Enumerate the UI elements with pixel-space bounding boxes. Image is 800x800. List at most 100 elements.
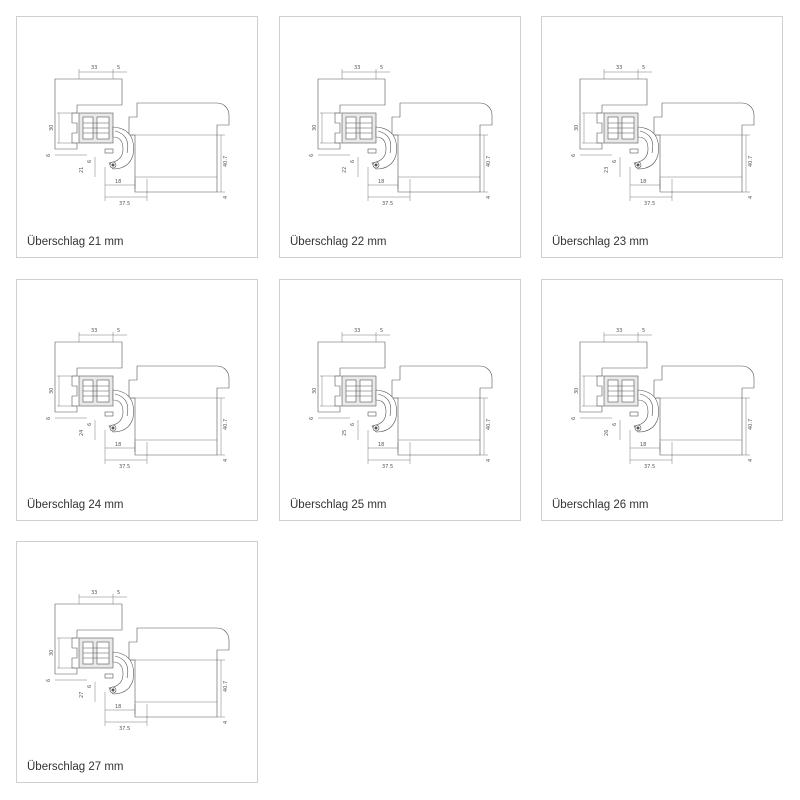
dim-side-height: 30 <box>574 125 580 131</box>
dim-top-gap: 5 <box>380 65 383 71</box>
hinge-diagram-card-25: 33 5 30 6 40.7 4 25 6 18 37.5 Überschlag… <box>279 279 521 521</box>
dim-bottom-outer: 37.5 <box>119 726 130 732</box>
frame-profile <box>317 341 386 413</box>
dimension-lines <box>55 332 225 464</box>
hinge-diagram-card-26: 33 5 30 6 40.7 4 26 6 18 37.5 Überschlag… <box>541 279 783 521</box>
frame-profile <box>54 78 123 150</box>
dim-overlap: 27 <box>79 692 85 698</box>
dim-top-gap: 5 <box>380 328 383 334</box>
frame-profile <box>54 603 123 675</box>
dim-right-small: 4 <box>223 459 229 462</box>
frame-profile <box>54 341 123 413</box>
dim-bottom-inner: 18 <box>115 704 121 710</box>
dim-hinge-small: 6 <box>87 160 93 163</box>
dim-overlap: 23 <box>604 167 610 173</box>
dim-side-small: 6 <box>46 417 52 420</box>
dim-hinge-small: 6 <box>612 423 618 426</box>
dim-right-height: 40.7 <box>223 419 229 430</box>
dim-bottom-outer: 37.5 <box>644 464 655 470</box>
dim-side-height: 30 <box>312 388 318 394</box>
hinge-diagram-card-23: 33 5 30 6 40.7 4 23 6 18 37.5 Überschlag… <box>541 16 783 258</box>
diagram-caption: Überschlag 24 mm <box>27 499 124 511</box>
dim-overlap: 24 <box>79 430 85 436</box>
diagram-caption: Überschlag 25 mm <box>290 499 387 511</box>
dim-top-width: 33 <box>354 328 360 334</box>
dim-side-small: 6 <box>571 154 577 157</box>
dim-top-width: 33 <box>91 590 97 596</box>
door-leaf-profile <box>128 627 230 718</box>
hinge-body <box>341 112 397 170</box>
frame-profile <box>579 78 648 150</box>
hinge-technical-drawing: 33 5 30 6 40.7 4 27 6 18 37.5 <box>46 590 230 732</box>
hinge-body <box>78 637 134 695</box>
dim-hinge-small: 6 <box>350 160 356 163</box>
frame-profile <box>317 78 386 150</box>
dim-top-width: 33 <box>616 328 622 334</box>
dim-top-width: 33 <box>354 65 360 71</box>
dim-bottom-inner: 18 <box>378 442 384 448</box>
dim-side-small: 6 <box>309 417 315 420</box>
dim-right-height: 40.7 <box>486 419 492 430</box>
dim-side-height: 30 <box>49 125 55 131</box>
door-leaf-profile <box>391 102 493 193</box>
dim-right-small: 4 <box>486 459 492 462</box>
door-leaf-profile <box>128 102 230 193</box>
dim-right-height: 40.7 <box>748 156 754 167</box>
dim-bottom-outer: 37.5 <box>119 201 130 207</box>
dimension-lines <box>580 332 750 464</box>
hinge-diagram-card-22: 33 5 30 6 40.7 4 22 6 18 37.5 Überschlag… <box>279 16 521 258</box>
hinge-technical-drawing: 33 5 30 6 40.7 4 26 6 18 37.5 <box>571 328 755 470</box>
frame-profile <box>579 341 648 413</box>
dim-top-gap: 5 <box>642 328 645 334</box>
hinge-diagram-card-27: 33 5 30 6 40.7 4 27 6 18 37.5 Überschlag… <box>16 541 258 783</box>
dim-top-gap: 5 <box>117 590 120 596</box>
hinge-technical-drawing: 33 5 30 6 40.7 4 21 6 18 37.5 <box>46 65 230 207</box>
dim-hinge-small: 6 <box>87 423 93 426</box>
dim-side-height: 30 <box>312 125 318 131</box>
dim-hinge-small: 6 <box>612 160 618 163</box>
dim-side-height: 30 <box>574 388 580 394</box>
dim-right-height: 40.7 <box>223 681 229 692</box>
hinge-technical-drawing: 33 5 30 6 40.7 4 22 6 18 37.5 <box>309 65 493 207</box>
dim-bottom-inner: 18 <box>378 179 384 185</box>
dim-side-small: 6 <box>309 154 315 157</box>
hinge-diagram-card-21: 33 5 30 6 40.7 4 21 6 18 37.5 Überschlag… <box>16 16 258 258</box>
dim-side-height: 30 <box>49 388 55 394</box>
dim-bottom-outer: 37.5 <box>382 201 393 207</box>
dim-side-small: 6 <box>46 679 52 682</box>
dim-bottom-outer: 37.5 <box>119 464 130 470</box>
door-leaf-profile <box>653 365 755 456</box>
door-leaf-profile <box>391 365 493 456</box>
dimension-lines <box>55 594 225 726</box>
diagram-caption: Überschlag 27 mm <box>27 761 124 773</box>
dim-bottom-outer: 37.5 <box>382 464 393 470</box>
dim-bottom-inner: 18 <box>115 442 121 448</box>
diagram-caption: Überschlag 22 mm <box>290 236 387 248</box>
dim-side-small: 6 <box>46 154 52 157</box>
dim-right-small: 4 <box>223 721 229 724</box>
dim-right-height: 40.7 <box>223 156 229 167</box>
dimension-lines <box>318 69 488 201</box>
diagram-caption: Überschlag 21 mm <box>27 236 124 248</box>
dim-bottom-inner: 18 <box>640 179 646 185</box>
hinge-body <box>603 112 659 170</box>
dimension-lines <box>580 69 750 201</box>
door-leaf-profile <box>128 365 230 456</box>
dim-right-height: 40.7 <box>486 156 492 167</box>
dim-bottom-outer: 37.5 <box>644 201 655 207</box>
dim-right-small: 4 <box>748 459 754 462</box>
dim-top-gap: 5 <box>117 65 120 71</box>
dim-side-height: 30 <box>49 650 55 656</box>
dim-right-small: 4 <box>486 196 492 199</box>
dim-overlap: 21 <box>79 167 85 173</box>
dim-overlap: 22 <box>342 167 348 173</box>
dim-top-width: 33 <box>91 328 97 334</box>
diagram-caption: Überschlag 26 mm <box>552 499 649 511</box>
dimension-lines <box>55 69 225 201</box>
dim-bottom-inner: 18 <box>640 442 646 448</box>
hinge-technical-drawing: 33 5 30 6 40.7 4 24 6 18 37.5 <box>46 328 230 470</box>
dim-hinge-small: 6 <box>87 685 93 688</box>
diagram-caption: Überschlag 23 mm <box>552 236 649 248</box>
hinge-technical-drawing: 33 5 30 6 40.7 4 25 6 18 37.5 <box>309 328 493 470</box>
hinge-body <box>78 112 134 170</box>
